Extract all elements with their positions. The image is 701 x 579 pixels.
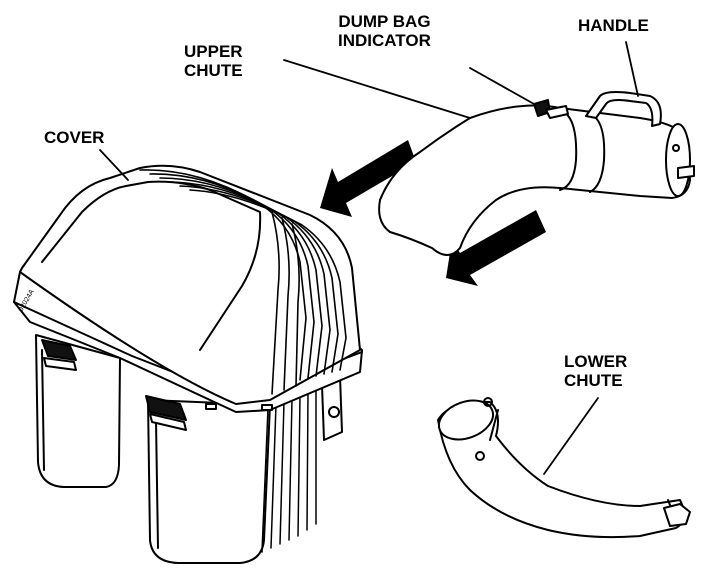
arrow-upper [320,140,416,217]
label-upper-chute: UPPER CHUTE [184,42,243,80]
label-lower-chute: LOWER CHUTE [564,352,627,390]
bagger-assembly: 02024A [13,164,363,564]
label-line: LOWER [564,352,628,371]
left-bag [35,334,121,488]
bag-side-ribs [261,389,317,553]
label-line: CHUTE [564,371,623,390]
left-latch [41,339,77,371]
arrow-lower [446,210,546,286]
label-line: UPPER [184,42,243,61]
label-dump-bag-indicator: DUMP BAG INDICATOR [338,12,431,50]
lower-chute [437,397,691,539]
cover-ribs [139,169,347,395]
leader-handle [625,41,639,97]
leader-lines [99,41,639,475]
label-line: CHUTE [184,61,243,80]
leader-dump-bag [469,67,535,105]
upper-chute [378,91,695,256]
install-arrows [320,140,546,286]
leader-upper-chute [283,59,471,119]
right-bag [147,399,271,564]
leader-lower-chute [543,397,599,475]
lower-chute-clip [663,503,691,527]
label-handle: HANDLE [578,16,649,35]
chute-handle [585,91,662,127]
label-line: INDICATOR [338,31,431,50]
label-line: DUMP BAG [338,12,431,31]
right-latch [145,395,187,431]
label-cover: COVER [44,128,105,147]
leader-cover [99,149,129,181]
